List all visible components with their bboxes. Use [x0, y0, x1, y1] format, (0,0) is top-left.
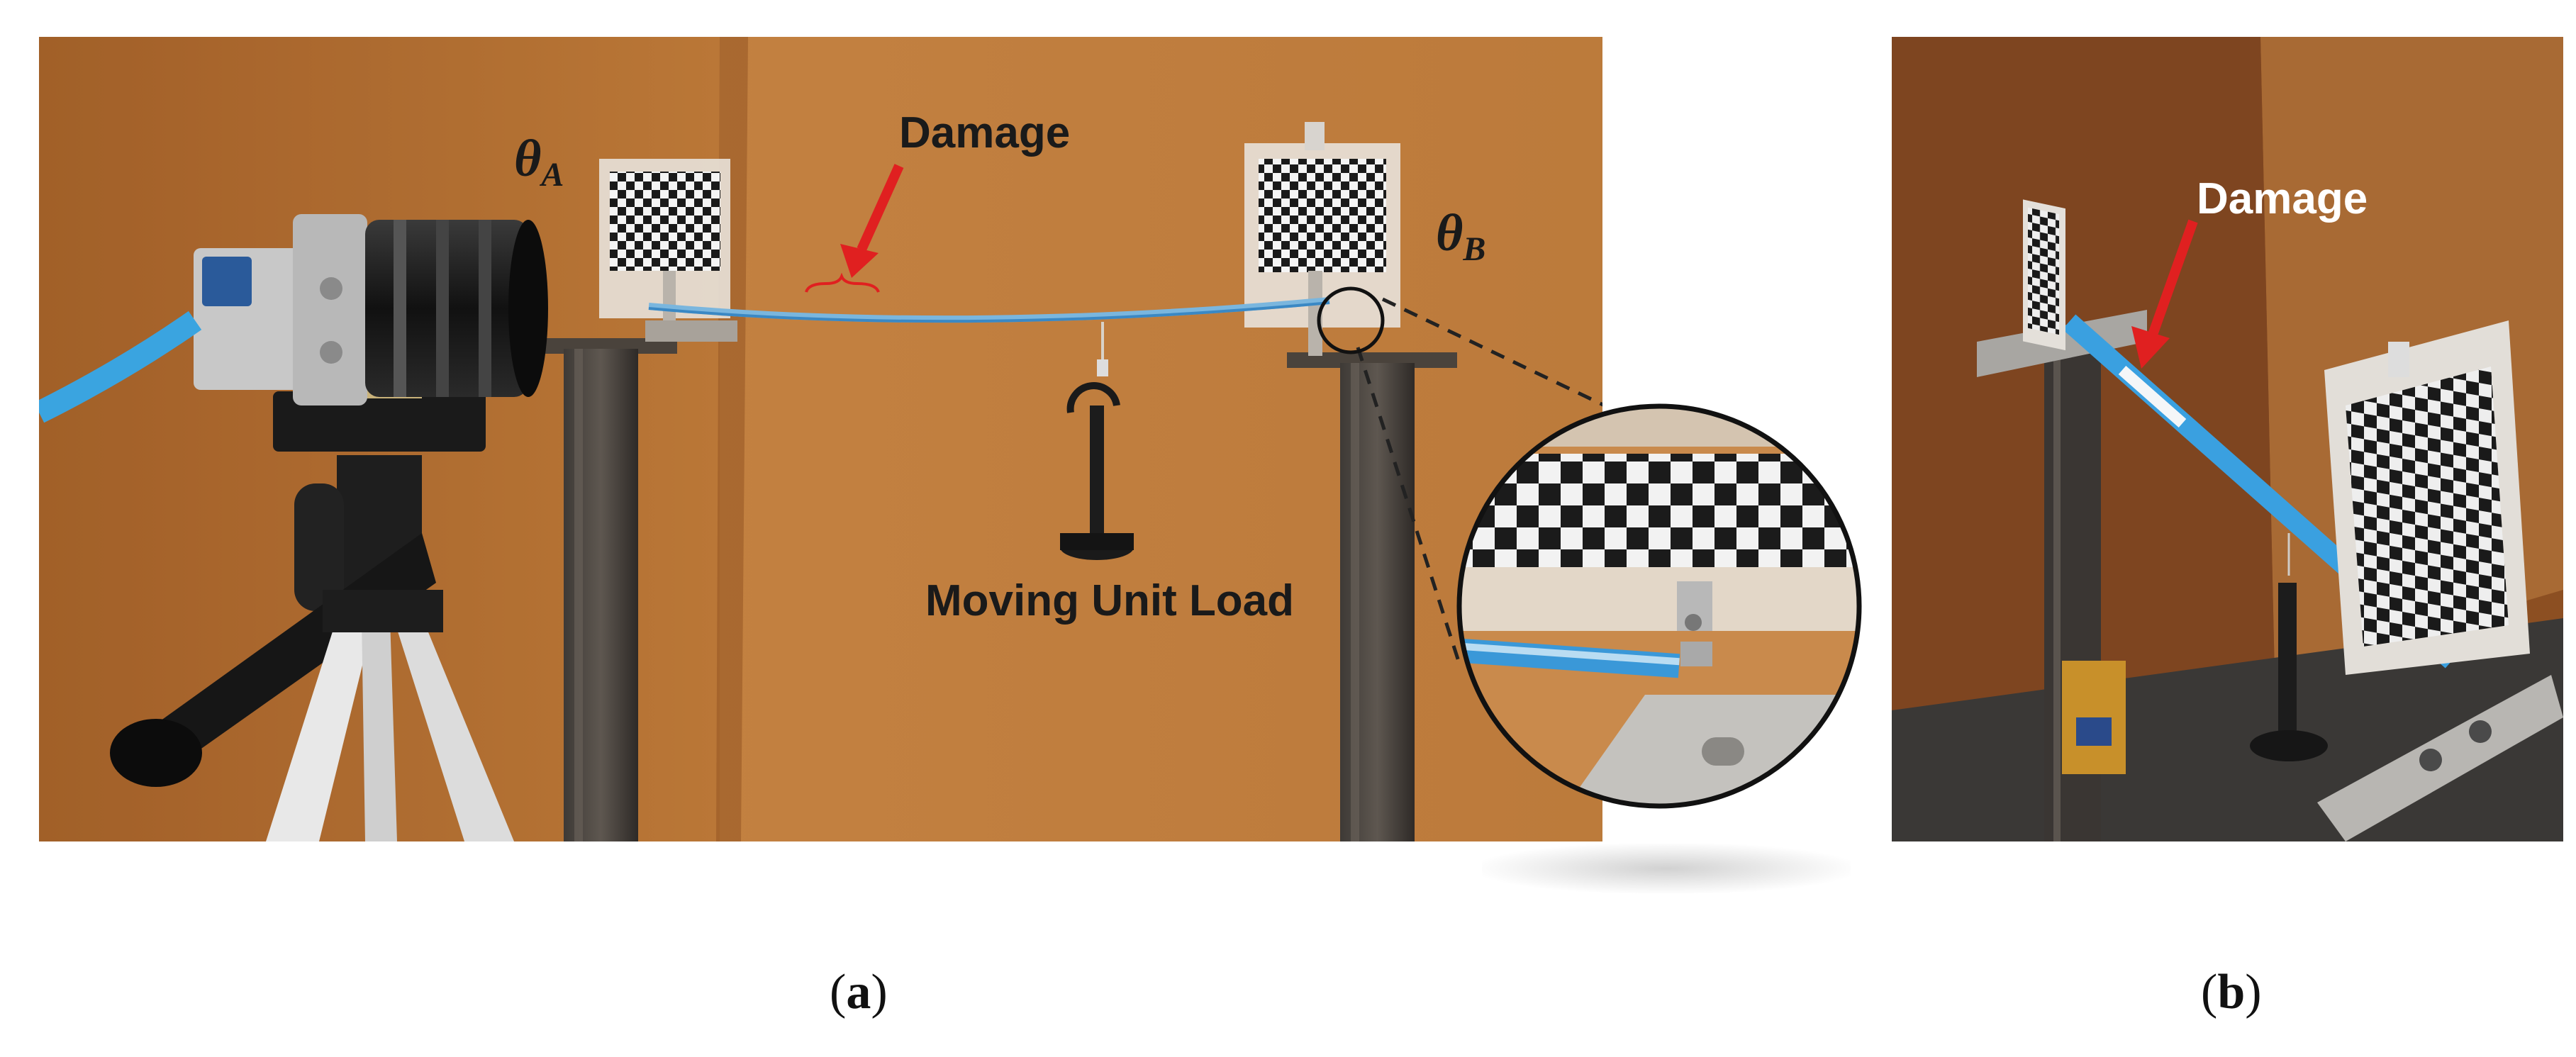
caption-a: (a): [830, 965, 888, 1019]
theta-a-label: θA: [514, 130, 564, 194]
beam-a: [648, 297, 1330, 323]
left-support-post: [525, 338, 677, 841]
damage-arrow-b: [2131, 219, 2198, 369]
damage-label-b: Damage: [2197, 174, 2368, 223]
camera: [194, 214, 548, 406]
camera-cable: [39, 311, 202, 423]
zoom-leader-bottom: [1356, 347, 1463, 669]
damage-zone-b: [2118, 366, 2187, 427]
damage-bracket: [805, 272, 880, 293]
damage-arrow-a: [840, 164, 904, 278]
zoom-source-circle: [1317, 286, 1385, 354]
caption-b: (b): [2201, 965, 2262, 1019]
theta-b-label: θB: [1436, 204, 1486, 268]
damage-label-a: Damage: [899, 108, 1071, 157]
moving-unit-load: [1060, 322, 1134, 560]
panel-a-scene: [39, 37, 1602, 841]
checkerboard-target-a: [599, 159, 737, 342]
photo-panel-b: Damage: [1892, 37, 2563, 841]
load-label: Moving Unit Load: [925, 576, 1295, 625]
tripod: [110, 391, 514, 841]
photo-panel-a: θA θB Damage Moving Unit Load: [39, 37, 1602, 841]
checkerboard-target-b: [1244, 122, 1400, 356]
inset-shadow: [1482, 844, 1851, 893]
right-support-post: [1287, 352, 1457, 841]
panel-b-scene: [1892, 37, 2563, 841]
target-right-b: [2324, 320, 2530, 675]
